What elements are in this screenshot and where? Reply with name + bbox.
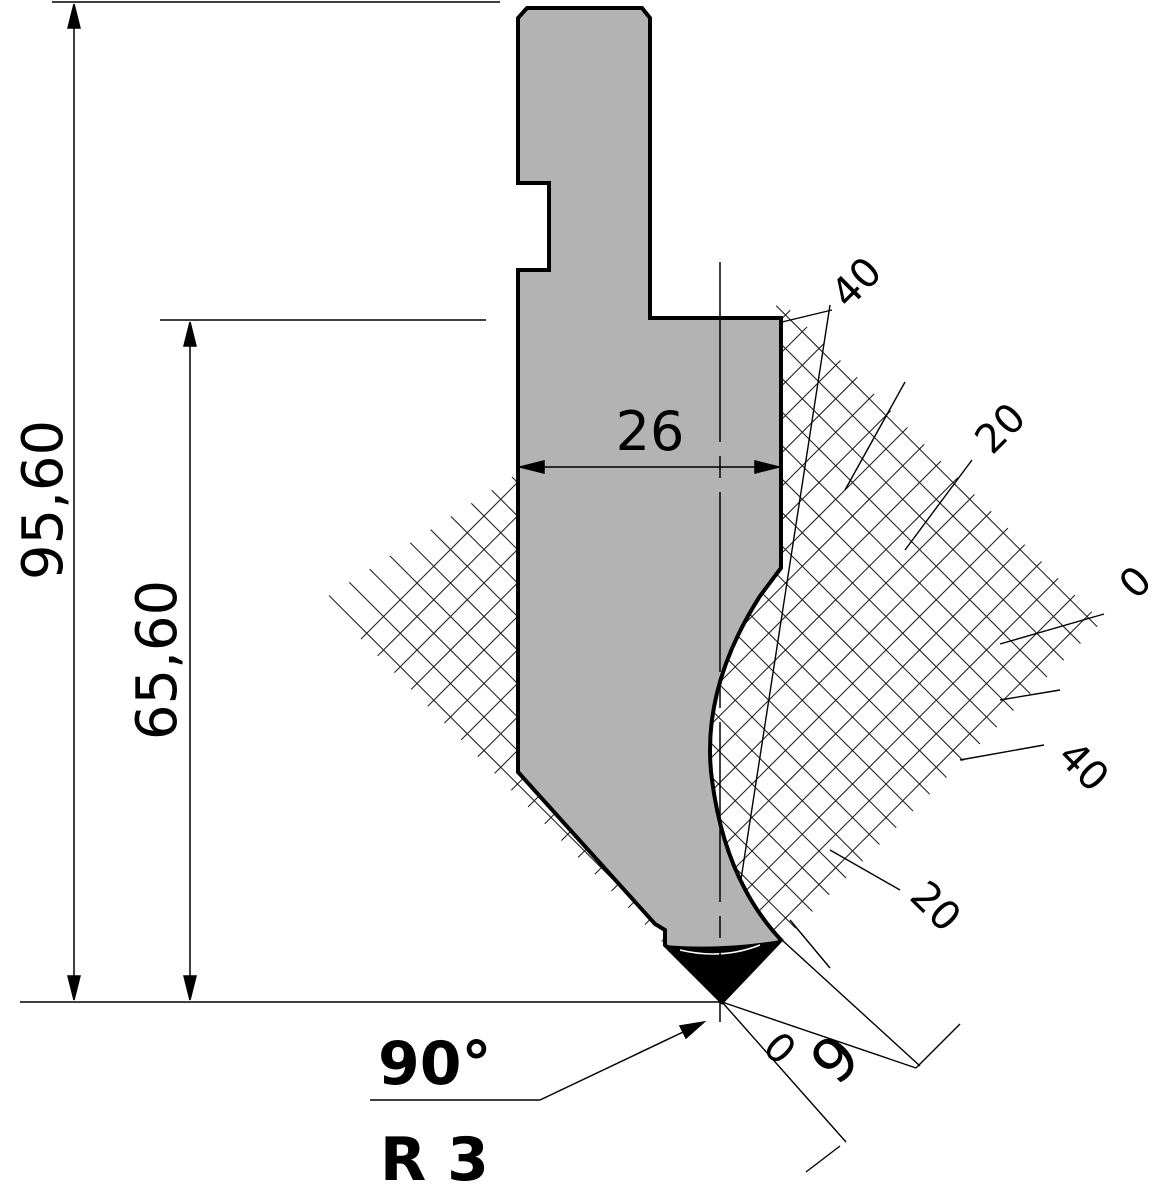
- grid-line: [336, 302, 1102, 1002]
- tip-angle-label: 90°: [378, 1029, 492, 1099]
- grid-scale-upper-0: 0: [1111, 558, 1162, 609]
- total-height-label: 95,60: [11, 420, 76, 580]
- tip-radius-label: R 3: [380, 1125, 489, 1195]
- grid-scale-upper-20: 20: [967, 395, 1036, 464]
- depth-dimension-label: 9: [798, 1022, 875, 1099]
- punch-body: [516, 6, 784, 1005]
- grid-line: [470, 302, 1102, 1002]
- grid-scale-lower-40: 40: [1049, 733, 1118, 802]
- grid-line: [369, 302, 1102, 1002]
- grid-line: [322, 302, 1102, 1002]
- grid-line: [403, 302, 1102, 1002]
- grid-line: [369, 302, 1102, 1002]
- body-width-label: 26: [616, 400, 685, 463]
- grid-line: [322, 302, 1102, 1002]
- punch-tip: [665, 940, 781, 1002]
- grid-scale-upper-40: 40: [823, 249, 892, 318]
- working-height-label: 65,60: [125, 580, 190, 740]
- dimension-lines: [67, 3, 780, 1101]
- grid-line: [322, 302, 1102, 1002]
- grid-line: [322, 302, 1102, 1002]
- grid-scale-lower-20: 20: [901, 873, 970, 942]
- extension-lines: [20, 1, 722, 1003]
- grid-line: [436, 302, 1102, 1002]
- grid-line: [322, 302, 1102, 1002]
